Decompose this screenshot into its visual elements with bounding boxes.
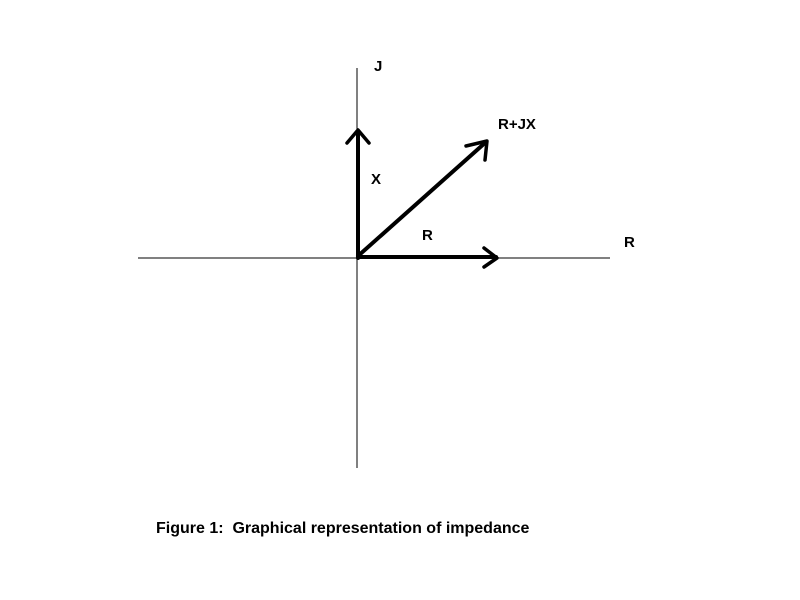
horizontal-axis-label: R <box>624 234 635 251</box>
vertical-axis-label: J <box>374 58 382 75</box>
figure-caption: Figure 1: Graphical representation of im… <box>156 520 530 537</box>
resistance-arrowhead <box>482 246 499 269</box>
impedance-label: R+JX <box>498 116 536 133</box>
reactance-vector <box>345 128 371 260</box>
impedance-vector <box>356 139 489 258</box>
impedance-arrowhead <box>464 139 489 162</box>
resistance-vector <box>356 246 499 269</box>
reactance-label: X <box>371 171 381 188</box>
reactance-arrowhead <box>345 128 371 145</box>
resistance-label: R <box>422 227 433 244</box>
